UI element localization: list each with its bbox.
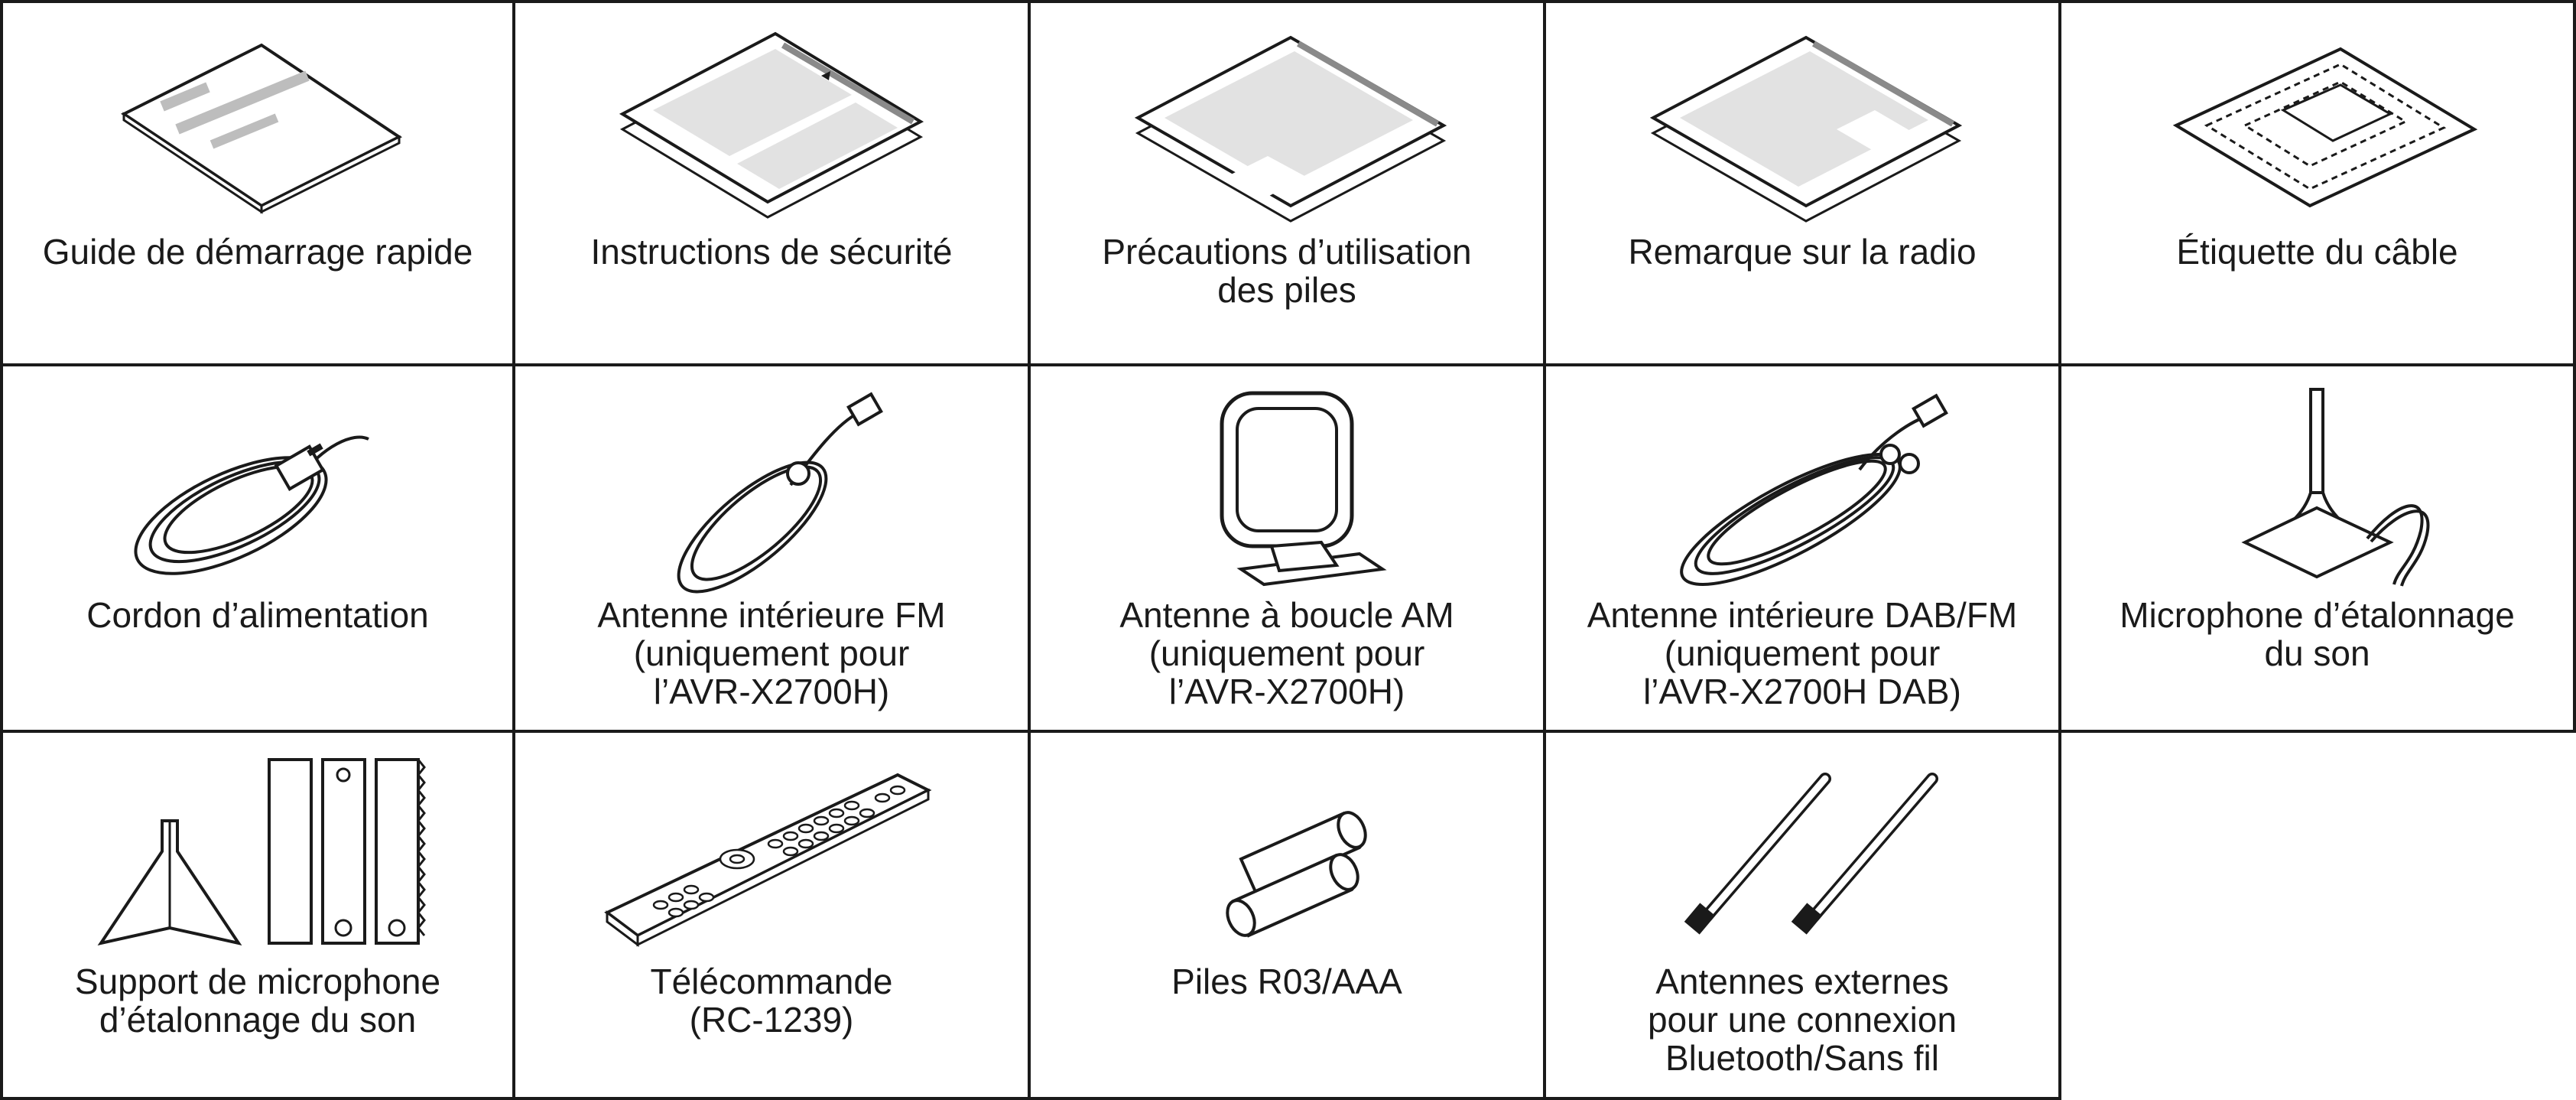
safety-instructions-icon bbox=[515, 11, 1028, 233]
accessory-cell-battery-precautions: Précautions d’utilisation des piles bbox=[1031, 0, 1546, 366]
accessory-cell-dab-fm-indoor-antenna: Antenne intérieure DAB/FM (uniquement po… bbox=[1546, 366, 2061, 733]
fm-indoor-antenna-icon bbox=[515, 374, 1028, 596]
power-cord-icon bbox=[3, 374, 512, 596]
accessory-label: Antenne à boucle AM (uniquement pour l’A… bbox=[1119, 595, 1454, 711]
empty-cell bbox=[2061, 733, 2576, 1100]
accessory-cell-microphone-stand: Support de microphone d’étalonnage du so… bbox=[0, 733, 515, 1100]
accessory-cell-cable-label: Étiquette du câble bbox=[2061, 0, 2576, 366]
remote-control-icon bbox=[515, 740, 1028, 962]
accessory-label: Antenne intérieure DAB/FM (uniquement po… bbox=[1587, 595, 2018, 711]
accessory-label: Antenne intérieure FM (uniquement pour l… bbox=[597, 595, 946, 711]
accessory-cell-am-loop-antenna: Antenne à boucle AM (uniquement pour l’A… bbox=[1031, 366, 1546, 733]
microphone-stand-icon bbox=[3, 740, 512, 962]
accessory-cell-power-cord: Cordon d’alimentation bbox=[0, 366, 515, 733]
accessory-label: Télécommande (RC-1239) bbox=[650, 962, 893, 1040]
accessory-label: Antennes externes pour une connexion Blu… bbox=[1647, 962, 1957, 1078]
cable-label-icon bbox=[2061, 11, 2573, 233]
radio-notice-icon bbox=[1546, 11, 2058, 233]
accessory-cell-quick-start-guide: Guide de démarrage rapide bbox=[0, 0, 515, 366]
am-loop-antenna-icon bbox=[1031, 374, 1543, 596]
accessory-label: Cordon d’alimentation bbox=[86, 595, 429, 635]
accessory-cell-remote-control: Télécommande (RC-1239) bbox=[515, 733, 1031, 1100]
accessory-cell-aaa-batteries: Piles R03/AAA bbox=[1031, 733, 1546, 1100]
accessory-label: Guide de démarrage rapide bbox=[42, 232, 473, 272]
accessory-label: Précautions d’utilisation des piles bbox=[1102, 232, 1472, 310]
external-antennas-icon bbox=[1546, 740, 2058, 962]
accessory-label: Support de microphone d’étalonnage du so… bbox=[74, 962, 441, 1040]
accessory-label: Remarque sur la radio bbox=[1628, 232, 1977, 272]
accessory-cell-calibration-microphone: Microphone d’étalonnage du son bbox=[2061, 366, 2576, 733]
quick-start-guide-icon bbox=[3, 11, 512, 233]
dab-fm-indoor-antenna-icon bbox=[1546, 374, 2058, 596]
accessory-cell-safety-instructions: Instructions de sécurité bbox=[515, 0, 1031, 366]
accessory-cell-fm-indoor-antenna: Antenne intérieure FM (uniquement pour l… bbox=[515, 366, 1031, 733]
aaa-batteries-icon bbox=[1031, 740, 1543, 962]
accessory-label: Piles R03/AAA bbox=[1171, 962, 1402, 1001]
battery-precautions-icon bbox=[1031, 11, 1543, 233]
accessory-cell-external-antennas: Antennes externes pour une connexion Blu… bbox=[1546, 733, 2061, 1100]
calibration-microphone-icon bbox=[2061, 374, 2573, 596]
accessory-label: Étiquette du câble bbox=[2176, 232, 2458, 272]
accessory-cell-radio-notice: Remarque sur la radio bbox=[1546, 0, 2061, 366]
accessory-label: Microphone d’étalonnage du son bbox=[2120, 595, 2515, 673]
accessory-label: Instructions de sécurité bbox=[590, 232, 953, 272]
